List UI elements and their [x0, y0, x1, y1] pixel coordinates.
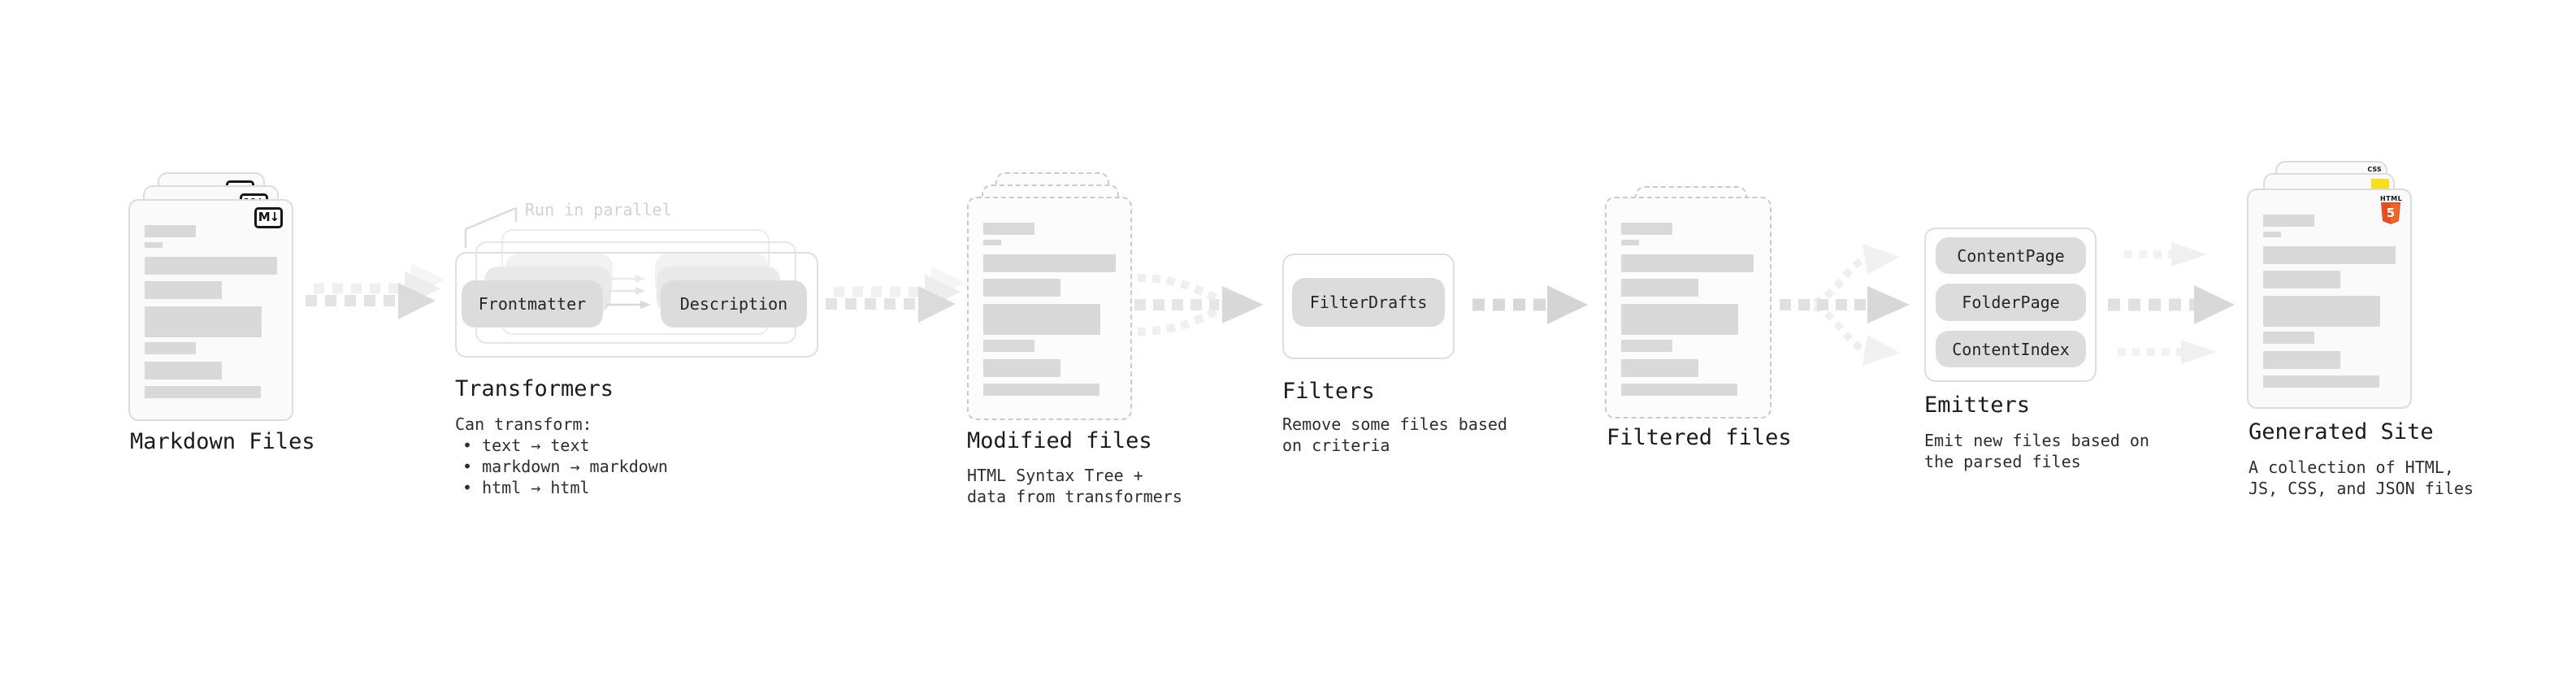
- generated-site-label: Generated Site: [2249, 419, 2434, 445]
- content-line: [145, 257, 277, 275]
- flow-arrow-filtered-to-emitters-fanout: [1780, 244, 1910, 366]
- filter-pill-filterdrafts: FilterDrafts: [1292, 278, 1445, 327]
- transformers-box-front: [455, 252, 818, 358]
- content-line: [145, 306, 262, 337]
- content-line: [145, 342, 196, 354]
- generated-site-description: A collection of HTML, JS, CSS, and JSON …: [2249, 457, 2474, 499]
- flow-arrow-emitter-middle: [2108, 285, 2235, 324]
- content-line: [2263, 246, 2396, 264]
- modified-file-card-front: [967, 197, 1132, 420]
- transformers-note-line: Can transform:: [455, 414, 592, 434]
- emitter-pill-contentindex: ContentIndex: [1936, 331, 2086, 367]
- js-file-icon: [2371, 179, 2389, 189]
- emitters-note-line: the parsed files: [1924, 452, 2081, 471]
- markdown-files-label: Markdown Files: [130, 429, 315, 454]
- content-line: [983, 384, 1099, 396]
- content-line: [983, 240, 1001, 245]
- content-line: [1621, 304, 1738, 335]
- parallel-run-arrows-icon: [606, 275, 651, 309]
- content-line: [145, 386, 261, 398]
- content-line: [2263, 271, 2340, 288]
- content-line: [2263, 332, 2314, 344]
- content-line: [2263, 351, 2340, 369]
- flow-arrow-emitter-top: [2124, 242, 2207, 267]
- content-line: [145, 225, 196, 237]
- generated-note-line: JS, CSS, and JSON files: [2249, 479, 2474, 498]
- html5-icon-label: HTML: [2380, 195, 2403, 202]
- generated-note-line: A collection of HTML,: [2249, 458, 2454, 477]
- emitters-label: Emitters: [1924, 393, 2031, 418]
- callout-bracket-line: [464, 206, 518, 248]
- filtered-file-card-front: [1605, 197, 1772, 419]
- run-in-parallel-note: Run in parallel: [525, 200, 672, 219]
- emitters-note-line: Emit new files based on: [1924, 431, 2149, 450]
- content-line: [1621, 240, 1639, 245]
- transformers-note-line: • text → text: [462, 436, 590, 455]
- html5-shield-icon: 5: [2381, 202, 2400, 224]
- transformers-label: Transformers: [455, 376, 614, 401]
- modified-note-line: data from transformers: [967, 487, 1182, 506]
- content-line: [983, 223, 1034, 235]
- emitters-description: Emit new files based on the parsed files: [1924, 430, 2149, 472]
- markdown-icon: M↓: [254, 207, 283, 228]
- transformer-pill-frontmatter: Frontmatter: [462, 280, 603, 327]
- filters-label: Filters: [1282, 379, 1375, 404]
- content-line: [1621, 340, 1672, 352]
- content-line: [983, 279, 1060, 297]
- modified-note-line: HTML Syntax Tree +: [967, 466, 1143, 485]
- content-line: [983, 340, 1034, 352]
- content-line: [145, 362, 222, 380]
- content-line: [2263, 232, 2281, 237]
- content-line: [1621, 359, 1698, 377]
- content-line: [1621, 223, 1672, 235]
- flow-arrow-modified-to-filters-merge: [1134, 274, 1264, 336]
- flow-arrow-filters-to-filtered: [1472, 285, 1588, 324]
- filters-note-line: Remove some files based: [1282, 414, 1507, 434]
- content-line: [2263, 296, 2380, 327]
- filters-description: Remove some files based on criteria: [1282, 414, 1507, 456]
- transformers-description: Can transform: • text → text • markdown …: [455, 414, 668, 498]
- flow-arrow-markdown-to-transformers: [306, 263, 445, 319]
- flow-arrow-transformers-to-modified: [826, 267, 965, 323]
- html5-file-icon: HTML 5: [2380, 195, 2403, 224]
- svg-text:5: 5: [2387, 206, 2395, 220]
- content-line: [145, 242, 163, 248]
- transformers-note-line: • html → html: [462, 478, 590, 497]
- markdown-file-card-front: M↓: [128, 199, 293, 421]
- content-line: [1621, 384, 1737, 396]
- filters-note-line: on criteria: [1282, 436, 1390, 455]
- content-line: [983, 359, 1060, 377]
- emitter-pill-contentpage: ContentPage: [1936, 237, 2086, 274]
- content-line: [983, 254, 1116, 272]
- modified-files-description: HTML Syntax Tree + data from transformer…: [967, 465, 1182, 507]
- transformer-pill-description: Description: [661, 280, 807, 327]
- content-line: [1621, 254, 1754, 272]
- modified-files-label: Modified files: [967, 428, 1152, 453]
- generated-file-card-html: HTML 5: [2247, 189, 2412, 409]
- emitter-pill-folderpage: FolderPage: [1936, 284, 2086, 321]
- css-icon-label: CSS: [2367, 166, 2382, 173]
- flow-arrow-emitter-bottom: [2118, 340, 2217, 364]
- content-line: [1621, 279, 1698, 297]
- content-line: [983, 304, 1100, 335]
- transformers-note-line: • markdown → markdown: [462, 457, 668, 476]
- content-line: [2263, 215, 2314, 227]
- filtered-files-label: Filtered files: [1607, 425, 1792, 450]
- content-line: [2263, 375, 2379, 388]
- content-line: [145, 281, 222, 299]
